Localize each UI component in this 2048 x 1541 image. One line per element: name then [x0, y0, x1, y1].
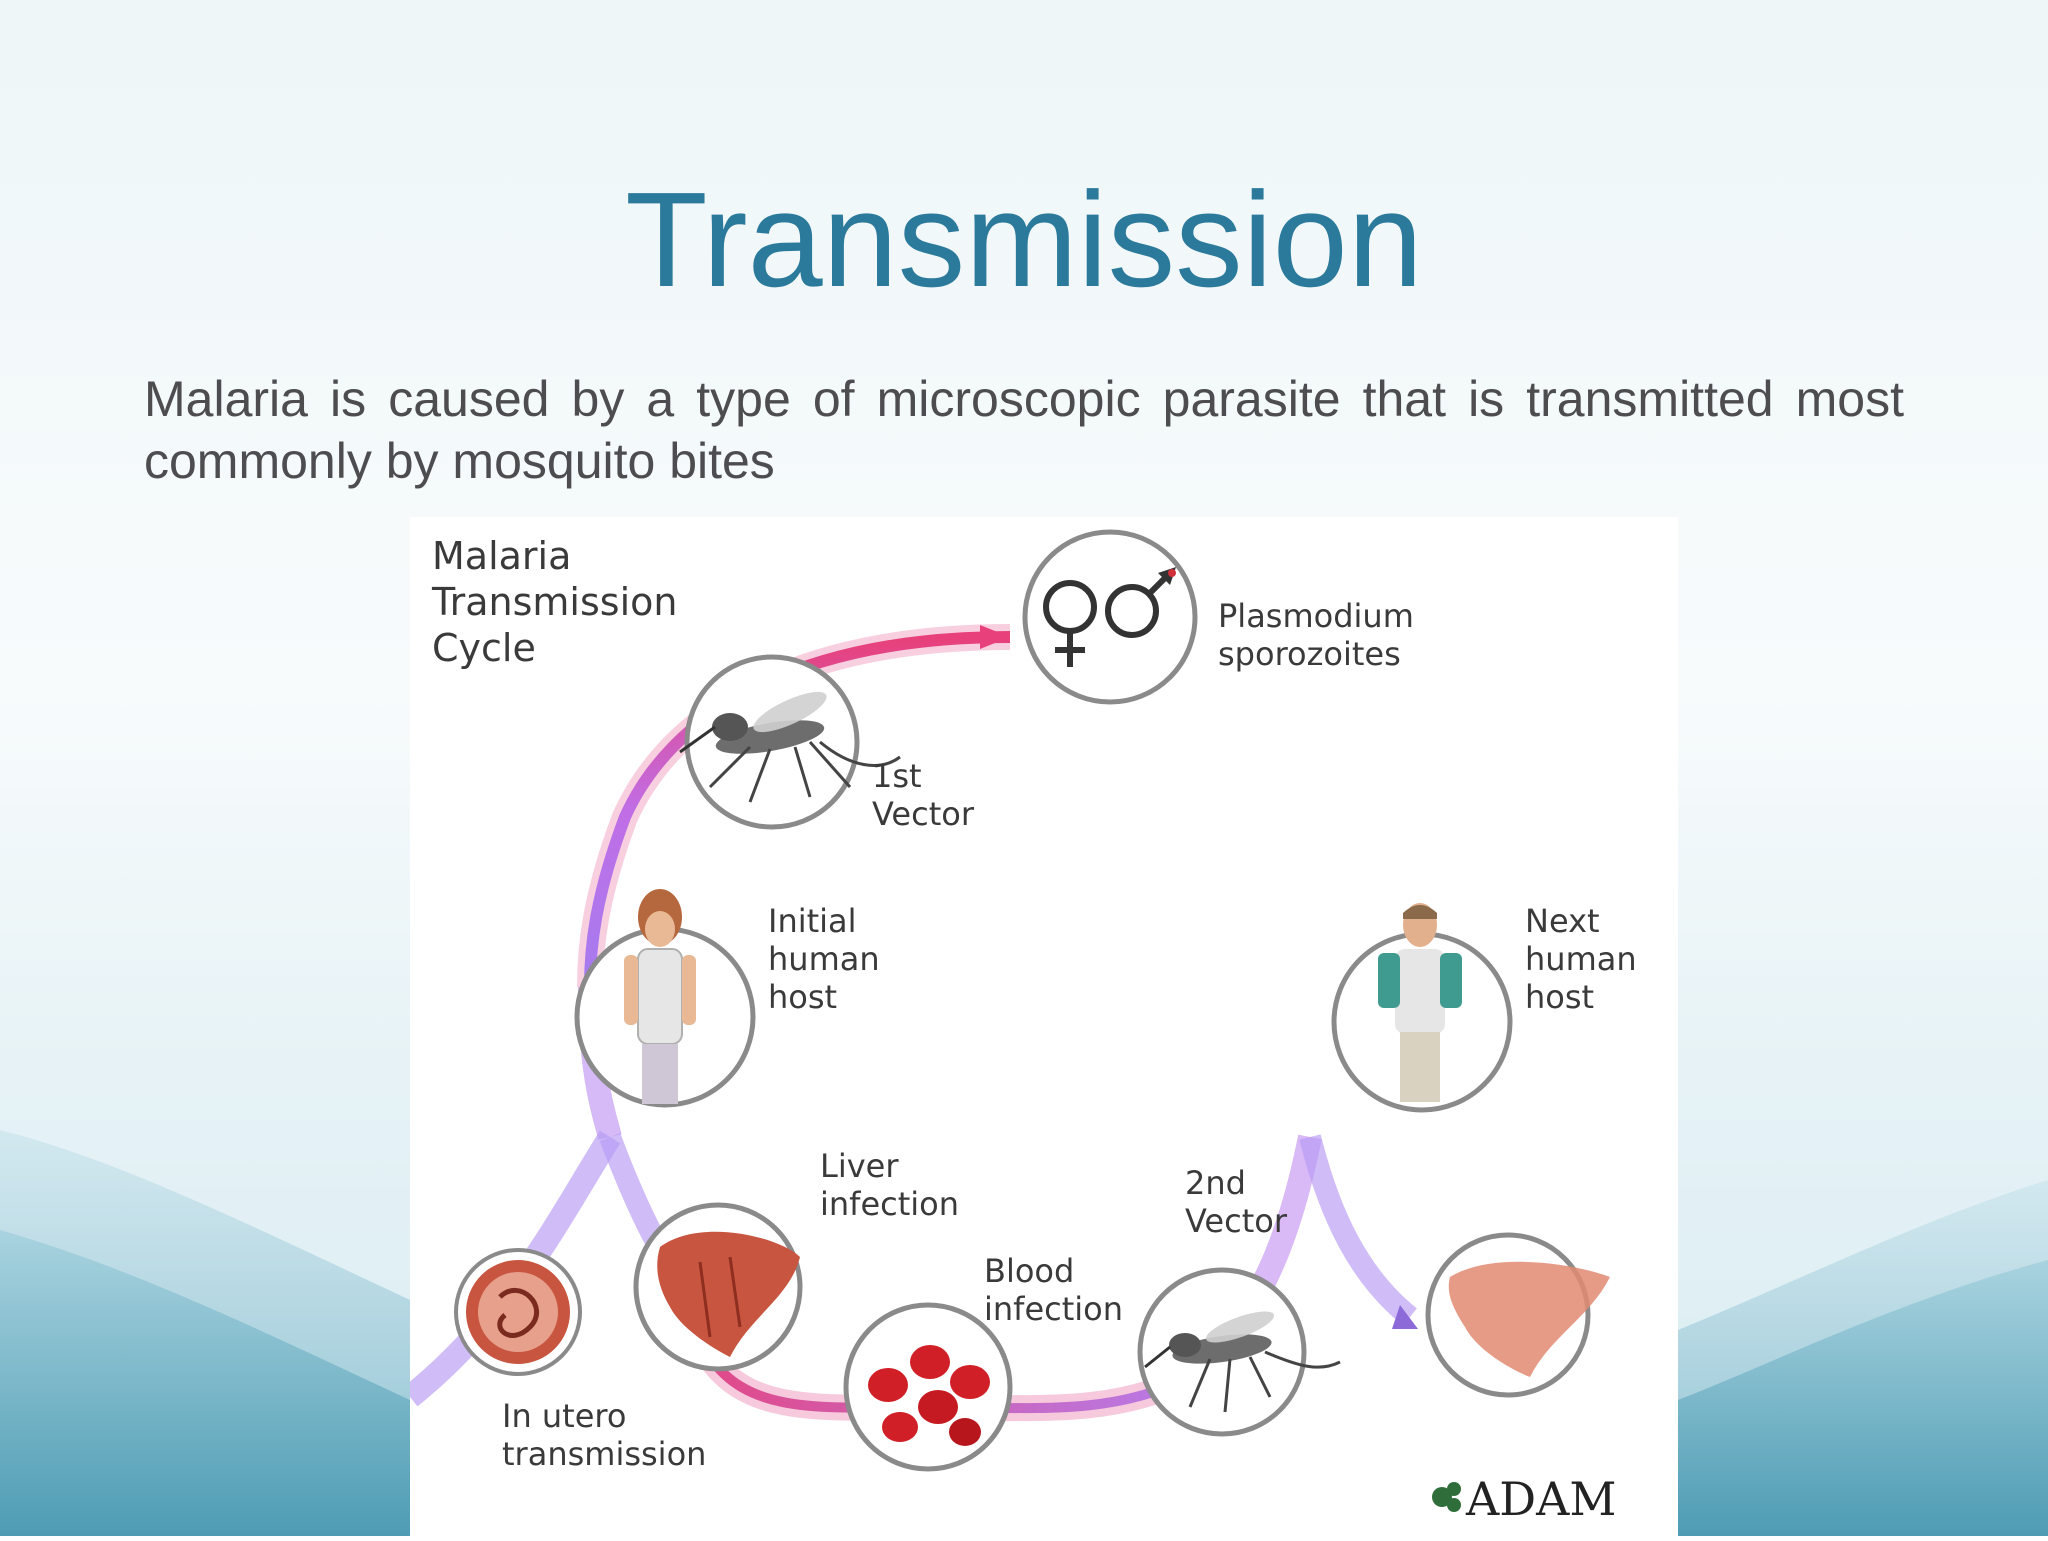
- arrow-head-icon: [1392, 1305, 1418, 1329]
- label-blood-line-2: infection: [984, 1290, 1123, 1328]
- label-blood-line-1: Blood: [984, 1252, 1074, 1290]
- logo-text: ADAM: [1465, 1472, 1616, 1526]
- diagram-heading-line-3: Cycle: [432, 626, 536, 670]
- label-liver-line-1: Liver: [820, 1147, 899, 1185]
- in-utero-node: [454, 1248, 582, 1376]
- label-initial-host-line-2: human: [768, 940, 880, 978]
- label-utero-line-1: In utero: [502, 1397, 626, 1435]
- adam-logo: ADAM: [1432, 1472, 1616, 1526]
- label-next-host-line-1: Next: [1525, 902, 1600, 940]
- label-second-vector-line-1: 2nd: [1185, 1164, 1246, 1202]
- arrow-head-icon: [980, 625, 1010, 649]
- label-first-vector-line-1: 1st: [872, 757, 922, 795]
- label-liver-line-2: infection: [820, 1185, 959, 1223]
- mosquito-icon: [679, 691, 901, 803]
- man-figure-icon: [1378, 903, 1462, 1102]
- slide-body-text: Malaria is caused by a type of microscop…: [144, 371, 1904, 489]
- liver-infection-node: [633, 1202, 803, 1372]
- slide-title: Transmission: [625, 164, 1423, 315]
- label-first-vector-line-2: Vector: [872, 795, 975, 833]
- female-symbol-icon: [1043, 580, 1097, 667]
- next-liver-node: [1425, 1232, 1610, 1398]
- label-utero-line-2: transmission: [502, 1435, 706, 1473]
- label-second-vector-line-2: Vector: [1185, 1202, 1288, 1240]
- woman-figure-icon: [624, 889, 696, 1104]
- malaria-cycle-diagram: Malaria Transmission Cycle Plasmodium: [402, 517, 1678, 1536]
- second-vector-node: [1137, 1267, 1341, 1437]
- liver-icon: [1448, 1261, 1610, 1377]
- cycle-arc-next-liver: [1299, 1134, 1417, 1326]
- diagram-heading-line-1: Malaria: [432, 534, 571, 578]
- sporozoites-node: [1022, 529, 1198, 705]
- malaria-cycle-figure: Malaria Transmission Cycle Plasmodium: [402, 517, 1678, 1536]
- label-initial-host-line-3: host: [768, 978, 837, 1016]
- mosquito-icon: [1144, 1311, 1341, 1413]
- label-next-host-line-2: human: [1525, 940, 1637, 978]
- initial-host-node: [574, 889, 756, 1108]
- male-symbol-icon: [1105, 567, 1176, 638]
- liver-icon: [657, 1231, 800, 1357]
- label-initial-host-line-1: Initial: [768, 902, 857, 940]
- cycle-arc-top-core: [584, 631, 1011, 988]
- diagram-heading-line-2: Transmission: [431, 580, 677, 624]
- label-sporozoites-line-2: sporozoites: [1218, 635, 1401, 673]
- red-blood-cells-icon: [868, 1345, 990, 1446]
- blood-infection-node: [843, 1302, 1013, 1472]
- fetus-icon: [497, 1288, 539, 1338]
- label-next-host-line-3: host: [1525, 978, 1594, 1016]
- next-host-node: [1331, 903, 1513, 1113]
- first-vector-node: [679, 654, 901, 830]
- label-sporozoites-line-1: Plasmodium: [1218, 597, 1414, 635]
